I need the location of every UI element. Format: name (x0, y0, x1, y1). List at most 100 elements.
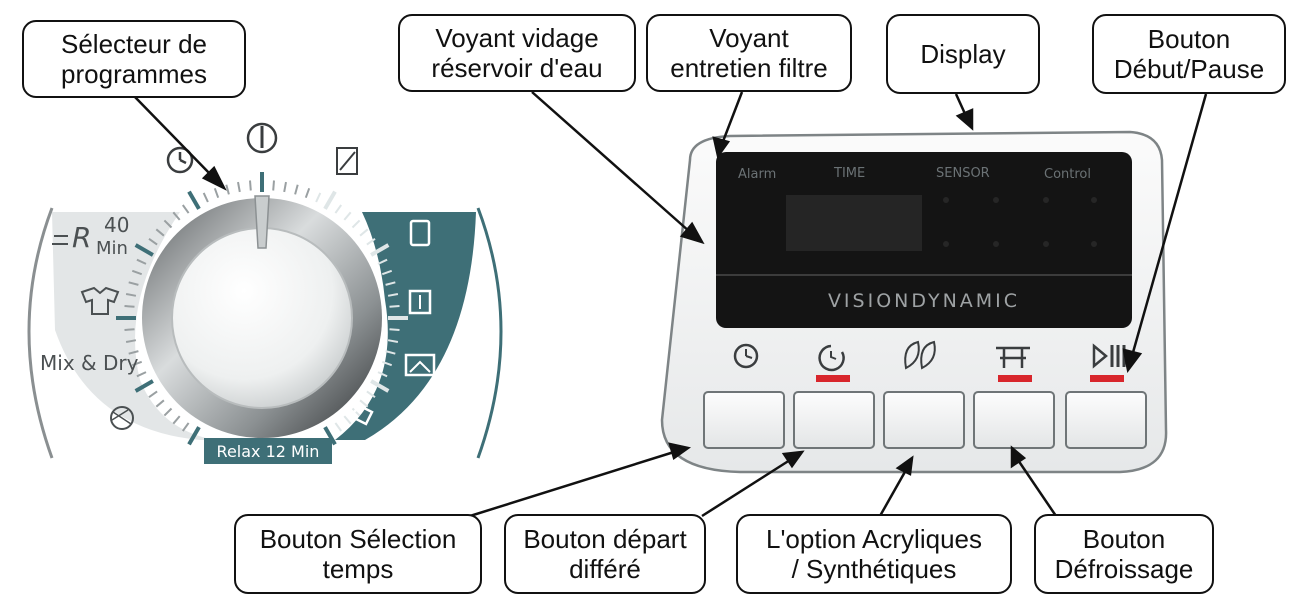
dial-minor-tick (128, 350, 139, 355)
dial-minor-tick (294, 184, 299, 195)
dial-major-tick (187, 190, 201, 210)
callout-filter-light-line2: entretien filtre (670, 53, 828, 83)
dial-minor-tick (315, 192, 322, 203)
panel-brand: VISIONDYNAMIC (828, 290, 1020, 312)
panel-label-control: Control (1044, 167, 1091, 182)
dial-minor-tick (283, 181, 287, 193)
callout-delay-start-line2: différé (569, 554, 641, 584)
arrow-tank-light (531, 91, 705, 245)
dial-minor-tick (389, 328, 400, 331)
anti-crease-button[interactable] (973, 391, 1055, 449)
indicator-delay-start (816, 375, 850, 382)
control-panel: Alarm TIME SENSOR Control VISIONDYNAMIC (660, 130, 1168, 474)
callout-time-select-line1: Bouton Sélection (259, 524, 457, 554)
dial-minor-tick (181, 204, 190, 214)
callout-delay-start-line1: Bouton départ (523, 524, 687, 554)
dial-minor-tick (351, 219, 361, 229)
dial-major-tick (134, 243, 154, 257)
dial-minor-tick (381, 269, 393, 276)
laundry-icon (336, 147, 358, 175)
panel-label-alarm: Alarm (738, 167, 776, 182)
indicator-anti-crease (998, 375, 1032, 382)
callout-start-pause: Bouton Début/Pause (1092, 14, 1286, 94)
dial-minor-tick (377, 371, 388, 378)
hanger-icon (404, 353, 436, 377)
callout-start-pause-line2: Début/Pause (1113, 54, 1265, 84)
callout-filter-light: Voyant entretien filtre (646, 14, 852, 92)
dial-relax-label: Relax 12 Min (217, 442, 320, 461)
dial-relax-badge (204, 438, 332, 464)
dial-minor-tick (249, 180, 252, 191)
dial-minor-tick (334, 422, 343, 432)
dial-minor-tick (172, 415, 181, 425)
dial-major-tick (323, 426, 337, 446)
dial-minor-tick (136, 371, 147, 378)
dial-minor-tick (377, 258, 388, 265)
dial-tick-marks (116, 172, 408, 446)
callout-time-select: Bouton Sélection temps (234, 514, 482, 594)
arrow-anti-crease (1010, 445, 1058, 517)
arrow-acrylic-option (878, 455, 914, 517)
dial-knob-face[interactable] (171, 227, 353, 409)
dial-minor-tick (272, 180, 275, 191)
callout-acrylic-option-line2: / Synthétiques (791, 554, 957, 584)
callout-delay-start: Bouton départ différé (504, 514, 706, 594)
dial-minor-tick (366, 237, 376, 246)
dial-major-tick (134, 379, 154, 393)
clock-icon (166, 146, 194, 174)
dial-minor-tick (136, 258, 147, 265)
dial-major-tick (370, 379, 390, 393)
dial-minor-tick (172, 211, 181, 221)
start-pause-button[interactable] (1065, 391, 1147, 449)
callout-acrylic-option: L'option Acryliques / Synthétiques (736, 514, 1012, 594)
callout-start-pause-line1: Bouton (1147, 24, 1231, 54)
dial-minor-tick (213, 187, 220, 199)
dial-minor-tick (387, 293, 399, 297)
time-select-button[interactable] (703, 391, 785, 449)
power-icon (246, 122, 278, 154)
dial-minor-tick (343, 415, 352, 425)
callout-anti-crease-line1: Bouton (1082, 524, 1166, 554)
dial-minor-tick (124, 305, 135, 308)
callout-program-selector-line1: Sélecteur de (61, 29, 207, 59)
delay-start-icon (818, 344, 845, 372)
dial-minor-tick (343, 211, 352, 221)
callout-display: Display (886, 14, 1040, 94)
arrow-display (954, 93, 974, 131)
callout-tank-light-line2: réservoir d'eau (431, 53, 603, 83)
dial-minor-tick (237, 181, 241, 193)
dial-40-label: 40 (104, 213, 129, 237)
dial-mix-dry-label: Mix & Dry (40, 351, 139, 375)
dial-minor-tick (385, 350, 396, 355)
cupboard-icon (409, 219, 431, 247)
dial-min-label: Min (96, 238, 128, 259)
dial-minor-tick (163, 407, 173, 417)
dial-outer-arc-left (27, 207, 54, 459)
dial-minor-tick (389, 305, 400, 308)
dial-minor-tick (163, 219, 173, 229)
arrow-program-selector (133, 95, 227, 191)
dial-minor-tick (125, 293, 137, 297)
panel-label-time: TIME (833, 166, 865, 181)
timer-icon (733, 343, 759, 369)
leaf-icon (904, 340, 936, 370)
dial-minor-tick (131, 360, 143, 367)
dial-minor-tick (131, 269, 143, 276)
delay-start-button[interactable] (793, 391, 875, 449)
dial-minor-tick (366, 390, 376, 399)
callout-display-line1: Display (920, 39, 1006, 69)
callout-program-selector-line2: programmes (61, 59, 207, 89)
dial-minor-tick (155, 228, 165, 237)
dial-outer-arc-right (476, 207, 503, 459)
dial-knob-pointer (254, 195, 270, 249)
dial-minor-tick (351, 407, 361, 417)
acrylic-option-button[interactable] (883, 391, 965, 449)
dial-major-tick (370, 243, 390, 257)
arrow-start-pause (1122, 93, 1208, 373)
dial-band-right (335, 212, 476, 440)
callout-tank-light-line1: Voyant vidage (435, 23, 599, 53)
arrow-delay-start (701, 450, 805, 518)
shirt-icon (347, 404, 374, 426)
arrow-time-select (469, 442, 692, 518)
callout-time-select-line2: temps (322, 554, 394, 584)
